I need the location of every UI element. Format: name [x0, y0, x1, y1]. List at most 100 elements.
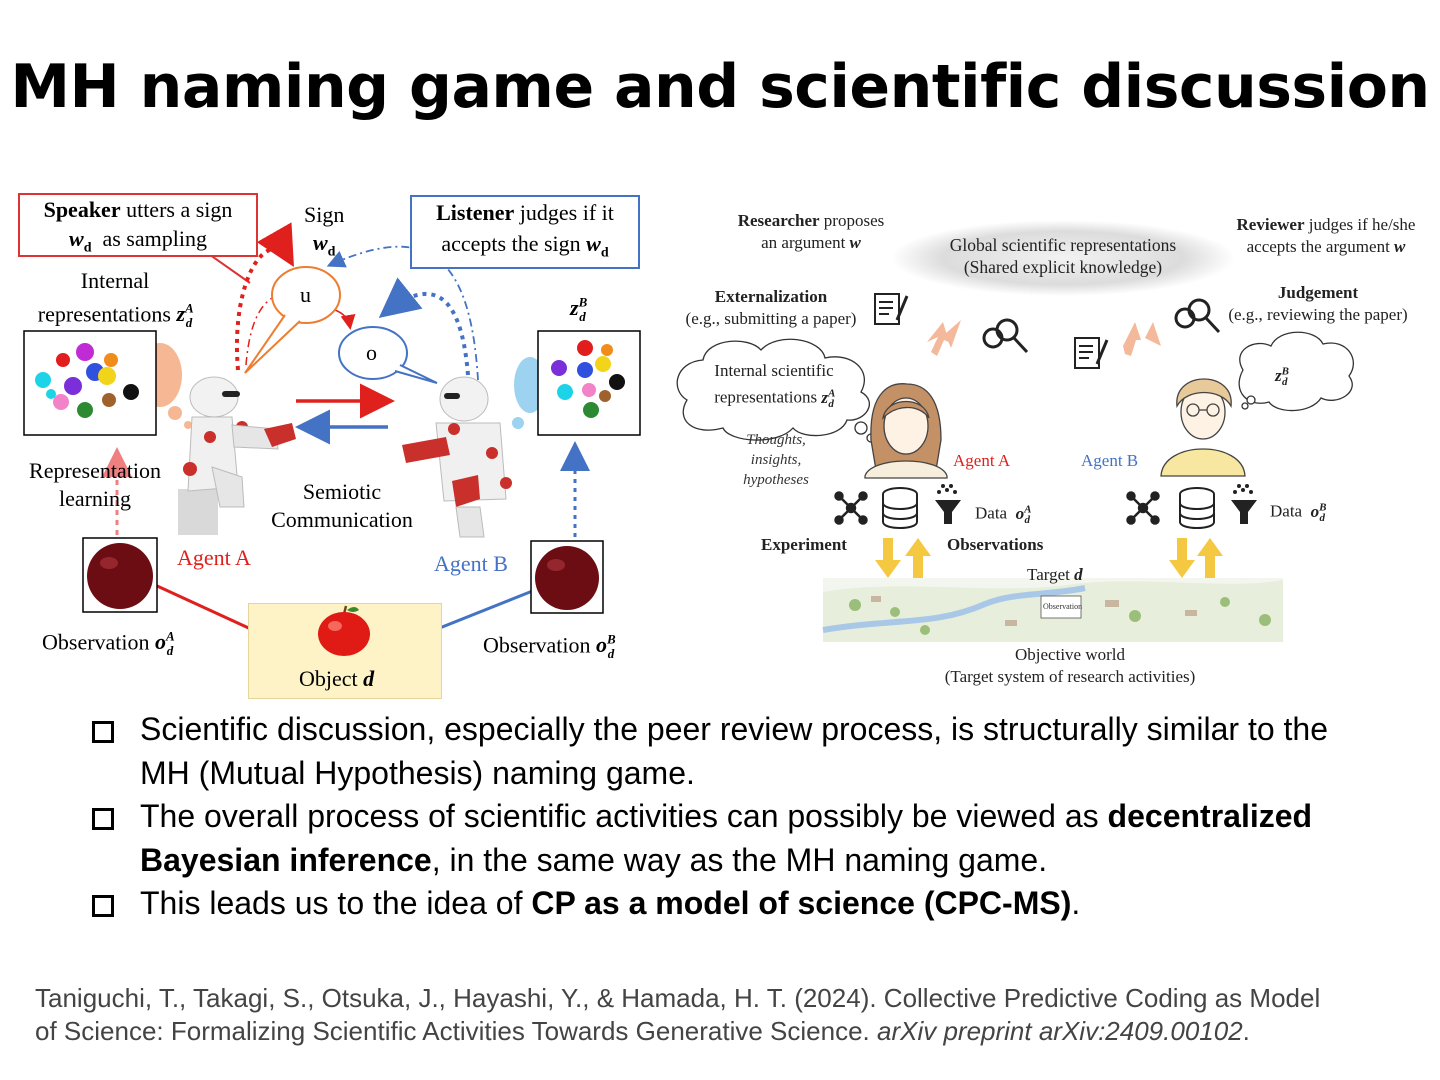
reviewer-z: z	[1275, 365, 1282, 385]
bullet-3: This leads us to the idea of CP as a mod…	[88, 882, 1328, 926]
listener-w: w	[586, 231, 601, 256]
target-label: Target d	[1027, 564, 1083, 586]
listener-bold: Listener	[436, 200, 515, 225]
bullet-list: Scientific discussion, especially the pe…	[88, 708, 1328, 926]
citation-text: Taniguchi, T., Takagi, S., Otsuka, J., H…	[35, 983, 1321, 1046]
speaker-rest: utters a sign	[120, 197, 233, 222]
page-title: MH naming game and scientific discussion	[10, 52, 1430, 122]
right-agent-b-label: Agent B	[1081, 451, 1139, 470]
global-representations: Global scientific representations (Share…	[923, 234, 1203, 278]
science-discussion-diagram: Researcher proposes an argument w Global…	[665, 200, 1440, 695]
objective-line1: Objective world	[1015, 645, 1125, 664]
global-line1: Global scientific representations	[949, 235, 1177, 255]
listener-w-sub: d	[600, 245, 609, 261]
z-a-sup: A	[185, 301, 194, 316]
listener-rest: judges if it	[514, 200, 614, 225]
bullet-2-text-c: , in the same way as the MH naming game.	[431, 841, 1048, 878]
object-d: d	[363, 666, 375, 691]
o-a-sup: A	[166, 629, 175, 644]
reviewer-figure	[1160, 378, 1246, 477]
data-b-label: Data oBd	[1270, 496, 1326, 529]
representation-learning-label: Representation learning	[20, 457, 170, 513]
internal-scientific-representations: Internal scientific representations zAd	[689, 360, 859, 415]
externalization-label: Externalization (e.g., submitting a pape…	[673, 286, 869, 330]
z-b-sup: B	[578, 295, 588, 310]
internal-rep-line2: representations	[37, 301, 171, 327]
z-b-label: zBd	[570, 289, 588, 331]
object-label: Object d	[299, 665, 374, 693]
o-b-sub: d	[607, 645, 615, 661]
z-b-sub: d	[579, 308, 586, 324]
bubble-u-shape	[271, 266, 341, 324]
sign-w-sub: d	[327, 244, 336, 260]
paper-icon-b	[1074, 337, 1109, 369]
left-diagram-arrows	[102, 222, 590, 653]
data-b-o: o	[1310, 501, 1320, 521]
sign-label: Sign wd	[304, 201, 344, 266]
observation-a-label: Observation oAd	[42, 623, 175, 665]
speaker-bold: Speaker	[43, 197, 121, 222]
funnel-icon-a	[935, 484, 961, 524]
bullet-3-text-c: .	[1071, 885, 1081, 921]
search-gear-icon-b	[1174, 298, 1221, 334]
data-a-o: o	[1015, 503, 1025, 523]
reviewer-line2: accepts the argument	[1246, 237, 1390, 256]
data-a-sub: d	[1024, 514, 1030, 527]
z-b: z	[570, 295, 579, 321]
internal-representations-a: Internal representations zAd	[20, 267, 210, 337]
researcher-bold: Researcher	[737, 211, 820, 230]
bullet-square-icon	[92, 895, 114, 917]
z-a: z	[176, 301, 186, 327]
funnel-icon-b	[1231, 484, 1257, 524]
bubble-u: u	[300, 282, 311, 307]
reviewer-z-sub: d	[1281, 376, 1288, 389]
bubble-o: o	[366, 340, 377, 365]
researcher-line2: an argument	[761, 233, 846, 252]
bullet-2-text-bold: decentralized Bayesian inference	[140, 798, 1313, 878]
agent-b-label: Agent B	[434, 551, 508, 576]
robot-agent-b	[402, 376, 512, 538]
mh-naming-game-diagram: Speaker utters a sign wd as sampling Sig…	[0, 185, 660, 705]
data-a-text: Data	[975, 503, 1008, 523]
observation-image-b	[530, 540, 604, 614]
internal-rep-line1: Internal	[80, 268, 150, 293]
right-diagram-shapes	[676, 220, 1354, 642]
thoughts-label: Thoughts, insights, hypotheses	[731, 430, 821, 490]
internal-z-sup: A	[827, 387, 836, 399]
target-text: Target	[1027, 565, 1070, 584]
data-a-label: Data oAd	[975, 498, 1032, 531]
semiotic-communication-label: Semiotic Communication	[262, 478, 422, 534]
global-representation-ellipse	[891, 220, 1235, 296]
bullet-2-text-a: The overall process of scientific activi…	[140, 798, 1108, 834]
target-d: d	[1074, 565, 1083, 584]
judgement-label: Judgement (e.g., reviewing the paper)	[1215, 282, 1421, 326]
network-icon-b	[1126, 491, 1160, 525]
externalization-bold: Externalization	[714, 287, 828, 306]
z-a-sub: d	[185, 314, 193, 330]
bullet-square-icon	[92, 808, 114, 830]
rep-learning-line1: Representation	[29, 458, 161, 483]
robot-agent-a	[178, 376, 296, 535]
observation-a-text: Observation	[42, 629, 150, 655]
semiotic-line1: Semiotic	[302, 479, 382, 504]
reviewer-z-sup: B	[1281, 365, 1289, 377]
reviewer-w: w	[1394, 237, 1406, 256]
object-label-text: Object	[299, 666, 358, 691]
researcher-figure	[864, 383, 948, 479]
data-b-sub: d	[1319, 512, 1325, 525]
judgement-bold: Judgement	[1277, 283, 1359, 302]
bubble-o-shape	[338, 326, 408, 380]
thoughts-line2: insights,	[750, 452, 802, 468]
thoughts-line3: hypotheses	[743, 472, 809, 488]
data-a-sup: A	[1024, 503, 1032, 515]
researcher-w: w	[849, 233, 861, 252]
paper-icon-a	[874, 293, 909, 325]
object-box: Object d	[248, 603, 442, 699]
observation-b-text: Observation	[483, 632, 591, 658]
data-b-text: Data	[1270, 501, 1303, 521]
internal-z: z	[821, 387, 828, 407]
judgement-sub: (e.g., reviewing the paper)	[1228, 305, 1408, 324]
apple-icon	[318, 605, 370, 656]
speaker-w: w	[69, 226, 84, 251]
o-b-sup: B	[607, 632, 616, 647]
